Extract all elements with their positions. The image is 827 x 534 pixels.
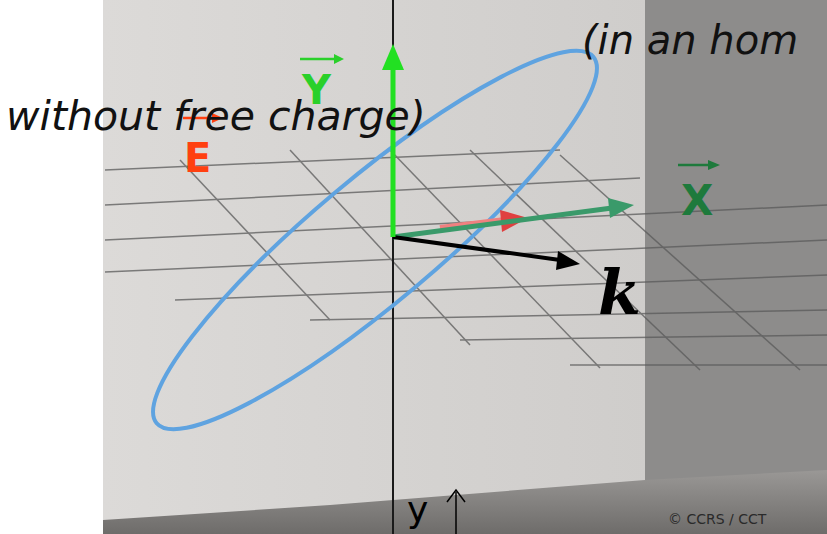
watermark: © CCRS / CCT [668, 512, 766, 526]
vector-label: k [598, 262, 641, 324]
caption-text: without free charge) [6, 96, 426, 137]
up-arrow-symbol [447, 490, 465, 534]
vertical-axis [392, 0, 394, 534]
floor [103, 470, 827, 534]
side-wall [645, 0, 827, 534]
caption-text: (in an hom [582, 20, 798, 60]
x-axis-arrow [393, 198, 634, 237]
axis-label: y [407, 492, 428, 528]
back-wall [103, 0, 648, 534]
k-vector-arrow [393, 237, 580, 270]
y-axis-arrow [382, 44, 404, 237]
field-label: E [184, 138, 211, 178]
vector-mark-y [300, 54, 344, 64]
vector-mark-x [678, 160, 720, 170]
axis-label: Y [302, 70, 331, 110]
perspective-grid [105, 150, 827, 370]
polarization-ellipse [117, 9, 633, 470]
axis-label: X [681, 180, 713, 222]
